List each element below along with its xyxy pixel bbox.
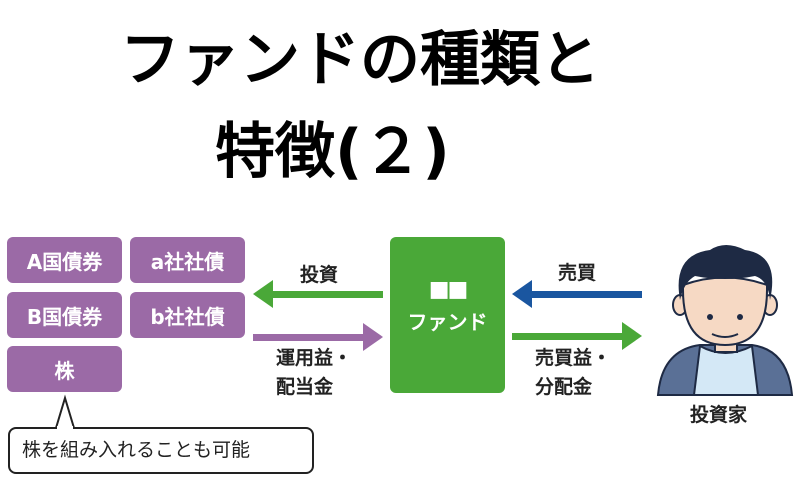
returns-arrow-right <box>253 323 383 351</box>
investor-label: 投資家 <box>690 404 748 426</box>
dividend-label-2: 分配金 <box>535 376 593 398</box>
investor-avatar-icon <box>656 245 794 396</box>
asset-box-b-government-bond: B国債券 <box>7 292 122 338</box>
callout-border <box>8 427 314 474</box>
asset-box-stock: 株 <box>7 346 122 392</box>
fund-label: ファンド <box>407 310 488 334</box>
callout-tail <box>55 394 75 429</box>
invest-arrow-left <box>253 280 383 308</box>
asset-box-a-corporate-bond: a社社債 <box>130 237 245 283</box>
trade-arrow-left <box>512 280 642 308</box>
dividend-label-1: 売買益・ <box>535 347 612 369</box>
title-line-2: 特徴(２) <box>215 117 450 187</box>
fund-box: ■■ ファンド <box>390 237 505 393</box>
invest-label: 投資 <box>300 264 339 286</box>
callout-text: 株を組み入れることも可能 <box>22 439 251 461</box>
title-line-1: ファンドの種類と <box>120 25 600 95</box>
returns-label-2: 配当金 <box>276 376 334 398</box>
fund-name-placeholder: ■■ <box>428 277 469 302</box>
trade-label: 売買 <box>558 262 597 284</box>
asset-box-b-corporate-bond: b社社債 <box>130 292 245 338</box>
dividend-arrow-right <box>512 322 642 350</box>
returns-label-1: 運用益・ <box>276 347 353 369</box>
asset-box-a-government-bond: A国債券 <box>7 237 122 283</box>
